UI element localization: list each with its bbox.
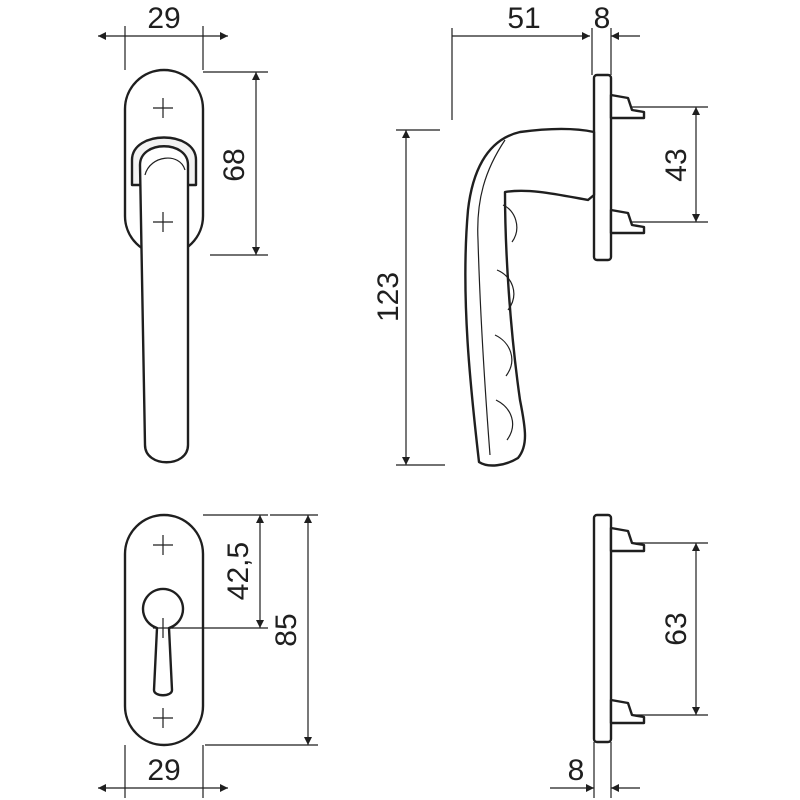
- bottom-screw-cross-top: [153, 535, 173, 555]
- dim-label-side-thickness-bottom: 8: [568, 754, 585, 787]
- side-rose-spindle-bottom: [609, 698, 646, 725]
- dim-key-offset: 42,5: [170, 514, 268, 629]
- side-base-plate: [592, 73, 613, 262]
- dim-label-bottom-screw-spacing: 63: [660, 612, 693, 645]
- dim-top-rose-height: 68: [203, 71, 268, 256]
- dim-handle-length: 123: [372, 129, 445, 466]
- dim-bottom-screw-spacing: 63: [632, 542, 708, 716]
- side-handle-inner-edge: [477, 139, 506, 456]
- side-spindle-bottom: [609, 208, 646, 235]
- bottom-screw-cross-bottom: [153, 708, 173, 728]
- dim-label-side-thickness-top: 8: [594, 2, 611, 35]
- front-handle-highlight: [144, 157, 186, 176]
- dim-side-thickness-top: 8: [594, 2, 640, 75]
- dim-label-handle-length: 123: [372, 272, 405, 322]
- dim-label-key-offset: 42,5: [222, 542, 255, 600]
- bottom-rose: [123, 513, 205, 747]
- dim-label-top-rose-height: 68: [218, 148, 251, 181]
- side-view-handle: [464, 73, 646, 467]
- dim-label-top-rose-width: 29: [147, 2, 180, 35]
- side-rose: [592, 513, 646, 744]
- dim-projection: 51: [451, 2, 593, 120]
- side-rose-spindle-top: [609, 526, 646, 553]
- side-grip-groove-3: [494, 334, 513, 377]
- dim-side-thickness-bottom: 8: [550, 742, 640, 798]
- dim-bottom-rose-height: 85: [205, 514, 318, 746]
- side-grip-groove-1: [502, 204, 518, 243]
- side-grip-groove-4: [495, 399, 514, 441]
- front-view-handle: [123, 68, 205, 464]
- dim-top-rose-width: 29: [98, 2, 228, 70]
- front-screw-cross-bottom: [153, 212, 173, 232]
- dim-bottom-rose-width: 29: [98, 745, 228, 798]
- dim-label-bottom-rose-height: 85: [270, 613, 303, 646]
- keyhole-center-cross: [153, 618, 173, 638]
- front-screw-cross-top: [153, 98, 173, 118]
- side-grip-groove-2: [496, 269, 515, 311]
- dim-label-bottom-rose-width: 29: [147, 754, 180, 787]
- dim-label-top-screw-spacing: 43: [660, 148, 693, 181]
- keyhole: [141, 587, 185, 697]
- side-handle-body: [464, 127, 596, 467]
- dim-top-screw-spacing: 43: [632, 106, 708, 223]
- side-rose-base-plate: [592, 513, 613, 744]
- front-handle-grip: [138, 145, 190, 464]
- side-spindle-top: [609, 93, 646, 120]
- dim-label-projection: 51: [507, 2, 540, 35]
